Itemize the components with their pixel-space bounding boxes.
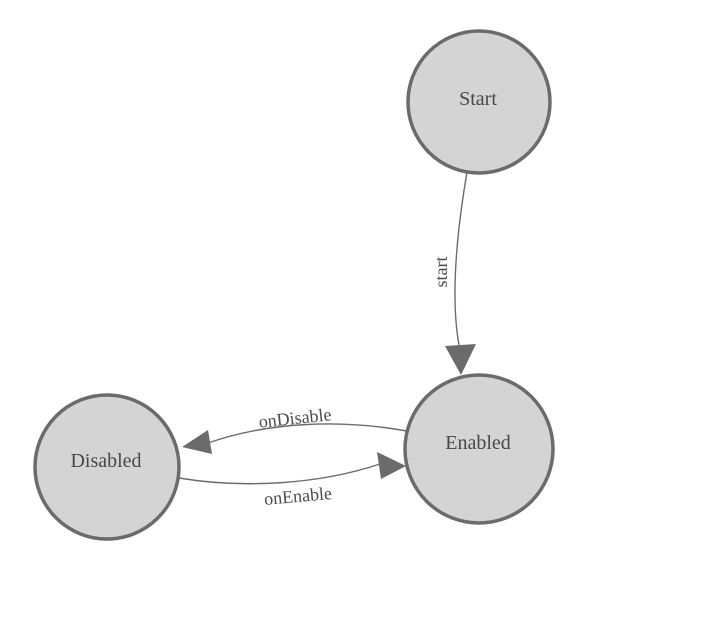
state-circle-enabled — [403, 373, 555, 525]
state-circle-disabled — [33, 393, 181, 541]
arrowhead-left-icon — [182, 430, 212, 454]
edge-line-disabled-to-enabled — [178, 463, 381, 485]
state-label-enabled: Enabled — [445, 432, 511, 454]
edge-disabled-to-enabled: onEnable — [178, 452, 406, 509]
state-node-start: Start — [406, 29, 552, 175]
state-node-enabled: Enabled — [403, 373, 555, 525]
state-label-disabled: Disabled — [70, 450, 141, 472]
edge-enabled-to-disabled: onDisable — [182, 404, 408, 454]
state-label-start: Start — [459, 88, 497, 110]
state-node-disabled: Disabled — [33, 393, 181, 541]
arrowhead-down-icon — [445, 344, 476, 375]
edge-label-ondisable: onDisable — [258, 404, 333, 432]
edge-label-start: start — [431, 257, 451, 288]
state-circle-start — [406, 29, 552, 175]
edge-line-start-to-enabled — [454, 171, 468, 346]
edge-start-to-enabled: start — [431, 171, 476, 375]
edge-label-onenable: onEnable — [263, 483, 332, 509]
edge-line-enabled-to-disabled — [207, 423, 408, 444]
arrowhead-right-icon — [377, 452, 406, 479]
